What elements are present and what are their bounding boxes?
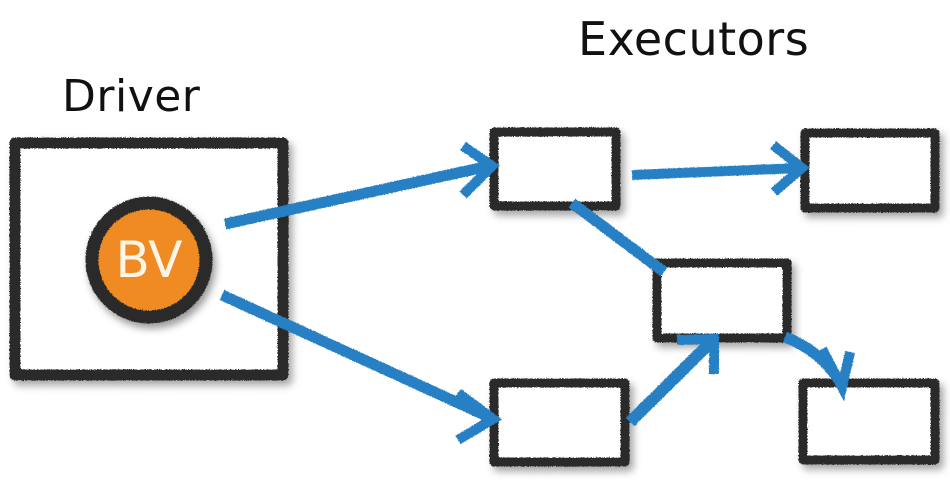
broadcast-variable-node[interactable] xyxy=(85,196,213,324)
arrow-executor-4-to-executor-3 xyxy=(625,333,719,427)
executor-5-box xyxy=(798,378,940,465)
executor-3-box xyxy=(652,258,792,343)
executor-1-box xyxy=(489,127,621,211)
broadcast-variable-circle xyxy=(85,196,213,324)
broadcast-variable-label: BV xyxy=(116,231,183,289)
executor-4-box xyxy=(489,378,630,467)
executor-3[interactable] xyxy=(652,258,792,343)
driver-title-label: Driver xyxy=(62,71,201,122)
executor-4[interactable] xyxy=(489,378,630,467)
driver-box xyxy=(9,137,289,381)
arrows-group xyxy=(219,141,855,445)
executors-title-label: Executors xyxy=(578,12,809,66)
arrow-executor-1-to-executor-3 xyxy=(568,198,668,277)
executor-1[interactable] xyxy=(489,127,621,211)
arrow-driver-to-executor-4 xyxy=(219,289,502,445)
executor-5[interactable] xyxy=(798,378,940,465)
driver-container xyxy=(9,137,289,381)
arrow-executor-3-to-executor-5 xyxy=(782,331,855,402)
executor-boxes-group xyxy=(489,127,940,467)
executor-2-box xyxy=(800,128,940,213)
arrow-executor-1-to-executor-2 xyxy=(631,141,810,196)
arrow-driver-to-executor-1 xyxy=(223,141,500,230)
executor-2[interactable] xyxy=(800,128,940,213)
